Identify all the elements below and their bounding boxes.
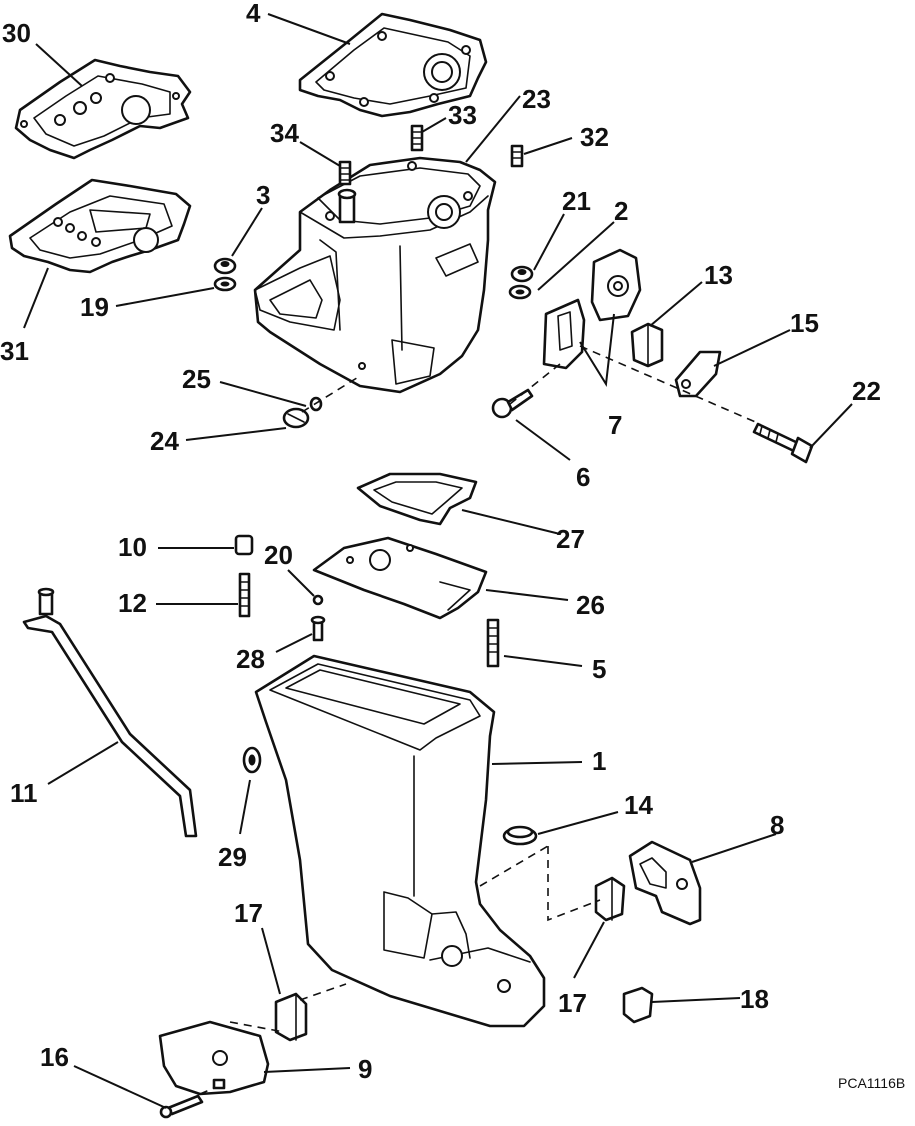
part-3-nut bbox=[213, 257, 237, 275]
callout-27: 27 bbox=[556, 524, 585, 554]
callout-17-left: 17 bbox=[234, 898, 263, 928]
callout-2: 2 bbox=[614, 196, 628, 226]
callout-4: 4 bbox=[246, 0, 261, 28]
part-22-bolt bbox=[752, 422, 814, 464]
part-13-block bbox=[630, 322, 664, 368]
part-21-nut bbox=[510, 265, 534, 283]
part-18-block bbox=[622, 986, 654, 1024]
callout-26: 26 bbox=[576, 590, 605, 620]
part-10-cap bbox=[234, 534, 254, 556]
part-33-stud bbox=[410, 124, 424, 152]
part-2-washer bbox=[508, 284, 532, 300]
part-14-grommet bbox=[502, 825, 538, 846]
callout-30: 30 bbox=[2, 18, 31, 48]
callout-19: 19 bbox=[80, 292, 109, 322]
part-5-stud bbox=[486, 618, 500, 668]
callout-labels: 30 4 23 33 34 32 3 21 2 13 19 15 31 25 2… bbox=[0, 0, 905, 1091]
leader-lines bbox=[23, 13, 853, 1109]
assembly-lines bbox=[199, 345, 761, 1095]
callout-11: 11 bbox=[10, 778, 38, 808]
callout-16: 16 bbox=[40, 1042, 69, 1072]
part-4-gasket bbox=[298, 12, 488, 118]
part-29-washer bbox=[242, 746, 262, 774]
callout-10: 10 bbox=[118, 532, 147, 562]
callout-21: 21 bbox=[562, 186, 591, 216]
part-12-stud bbox=[238, 572, 251, 618]
callout-6: 6 bbox=[576, 462, 590, 492]
callout-3: 3 bbox=[256, 180, 270, 210]
figure-code: PCA1116B bbox=[838, 1075, 905, 1091]
part-15-plate bbox=[674, 350, 722, 398]
part-26-plate bbox=[312, 536, 488, 620]
part-6-screw bbox=[491, 388, 534, 419]
callout-32: 32 bbox=[580, 122, 609, 152]
part-32-stud bbox=[510, 144, 524, 168]
part-17-block-left bbox=[274, 992, 308, 1042]
part-17-block-right bbox=[594, 876, 626, 922]
callout-15: 15 bbox=[790, 308, 819, 338]
callout-13: 13 bbox=[704, 260, 733, 290]
callout-12: 12 bbox=[118, 588, 147, 618]
part-9-cover bbox=[158, 1020, 270, 1096]
callout-34: 34 bbox=[270, 118, 299, 148]
callout-25: 25 bbox=[182, 364, 211, 394]
part-34-stud bbox=[338, 160, 352, 186]
callout-22: 22 bbox=[852, 376, 881, 406]
callout-29: 29 bbox=[218, 842, 247, 872]
part-11-tube bbox=[22, 587, 198, 838]
part-23-exhaust-housing bbox=[253, 156, 497, 394]
part-7-bracket bbox=[542, 248, 642, 370]
part-8-bracket bbox=[628, 840, 702, 926]
callout-28: 28 bbox=[236, 644, 265, 674]
callout-17-right: 17 bbox=[558, 988, 587, 1018]
callout-5: 5 bbox=[592, 654, 606, 684]
callout-14: 14 bbox=[624, 790, 653, 820]
part-31-plate bbox=[8, 178, 192, 274]
callout-20: 20 bbox=[264, 540, 293, 570]
part-19-washer bbox=[213, 276, 237, 292]
callout-33: 33 bbox=[448, 100, 477, 130]
part-16-bolt bbox=[159, 1094, 204, 1119]
part-1-driveshaft-housing bbox=[254, 654, 546, 1028]
callout-24: 24 bbox=[150, 426, 179, 456]
part-20-pin bbox=[312, 594, 324, 606]
part-30-gasket bbox=[14, 58, 192, 160]
callout-1: 1 bbox=[592, 746, 606, 776]
callout-9: 9 bbox=[358, 1054, 372, 1084]
callout-31: 31 bbox=[0, 336, 29, 366]
part-24-plug bbox=[282, 407, 310, 429]
part-27-gasket bbox=[356, 472, 478, 526]
callout-23: 23 bbox=[522, 84, 551, 114]
callout-8: 8 bbox=[770, 810, 784, 840]
callout-7: 7 bbox=[608, 410, 622, 440]
part-28-screw bbox=[310, 615, 326, 642]
callout-18: 18 bbox=[740, 984, 769, 1014]
